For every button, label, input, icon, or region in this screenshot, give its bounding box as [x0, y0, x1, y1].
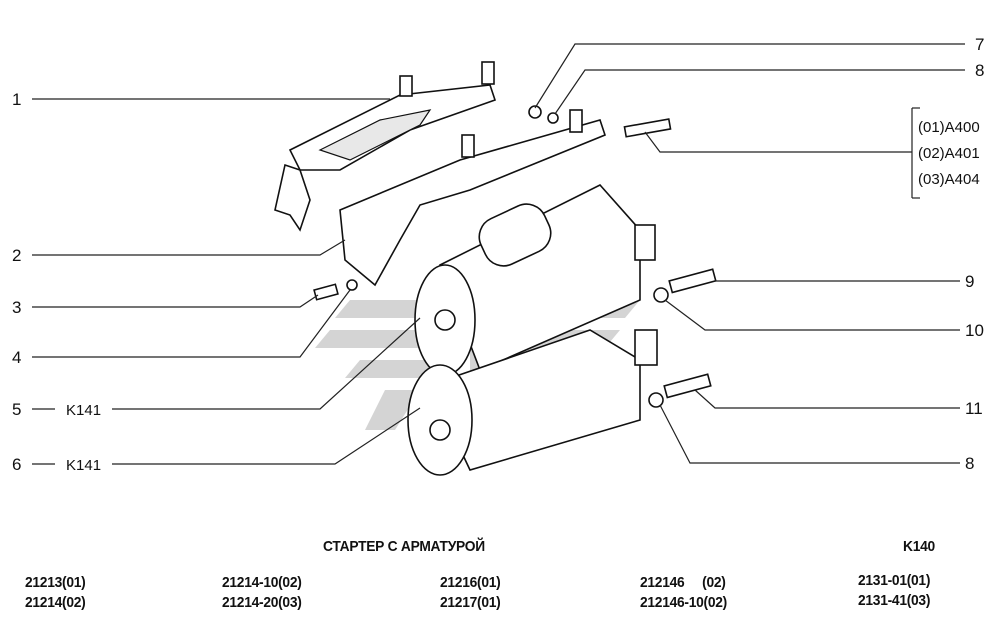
callout-2: 2: [12, 246, 21, 265]
model-code: 21214-20(03): [222, 594, 302, 611]
model-code: 21214-10(02): [222, 574, 302, 591]
model-code: 21214(02): [25, 594, 86, 611]
model-code: 21216(01): [440, 574, 501, 591]
callout-5: 5: [12, 400, 21, 419]
callout-5-ref: K141: [66, 402, 101, 419]
variant-01: (01)A400: [918, 119, 980, 136]
callout-6-ref: K141: [66, 457, 101, 474]
leader-lines: [32, 43, 965, 465]
model-code: 2131-41(03): [858, 592, 931, 609]
starter-upper: [414, 184, 656, 376]
variant-02: (02)A401: [918, 145, 980, 162]
callout-1: 1: [12, 90, 21, 109]
starter-lower: [407, 329, 658, 476]
mounting-bracket: [339, 109, 606, 287]
callout-8-bottom: 8: [965, 454, 974, 473]
callout-7: 7: [975, 35, 984, 54]
callout-11: 11: [965, 399, 983, 418]
model-code: 21217(01): [440, 594, 501, 611]
model-code: 2131-01(01): [858, 572, 931, 589]
callout-8-top: 8: [975, 61, 984, 80]
callout-10: 10: [965, 321, 984, 340]
callout-6: 6: [12, 455, 21, 474]
model-code: 212146 (02): [640, 574, 726, 591]
model-code: 212146-10(02): [640, 594, 727, 611]
callout-9: 9: [965, 272, 974, 291]
heat-shield-bracket: [274, 61, 497, 232]
variant-03: (03)A404: [918, 171, 980, 188]
diagram-title: СТАРТЕР С АРМАТУРОЙ: [323, 538, 485, 555]
callout-3: 3: [12, 298, 21, 317]
callout-4: 4: [12, 348, 21, 367]
model-code: 21213(01): [25, 574, 86, 591]
fasteners: [313, 105, 717, 408]
page-code: K140: [903, 538, 935, 555]
